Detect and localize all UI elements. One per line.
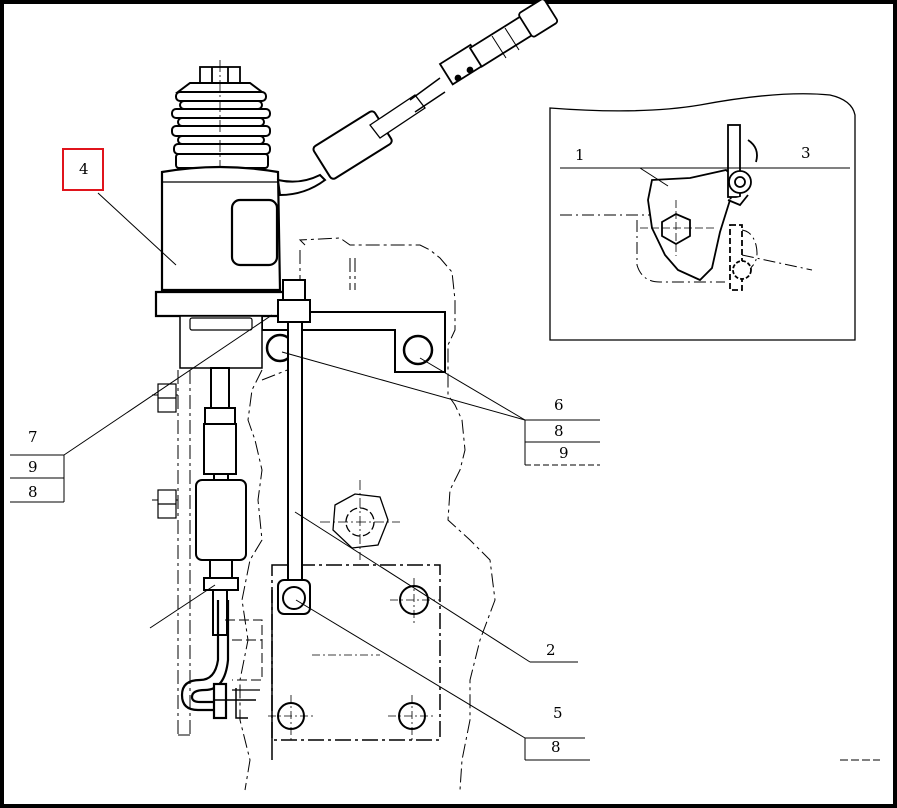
callout-4: 4 [79,160,89,178]
side-plate [152,370,191,736]
inner-plate [271,564,441,760]
plunger-rod [195,367,247,636]
callout-1: 1 [575,146,585,164]
bracket-holes [265,333,434,366]
callout-2: 2 [546,641,556,659]
inset-detail-box [549,93,856,341]
adjusting-rod [277,279,311,615]
connector-plug [438,0,559,86]
inset-pin [727,124,758,291]
wire-conduit [276,77,446,197]
center-hex-nut [320,480,400,560]
bolt-hole-centerlines [268,578,440,740]
callout-9-right: 9 [559,444,569,462]
solenoid-body [154,165,288,369]
leader-lines [10,167,880,761]
lower-bracket-dashed [225,619,263,681]
callout-5: 5 [553,704,563,722]
callout-8-right: 8 [554,422,564,440]
side-hex-nuts [157,383,177,519]
callout-8-left: 8 [28,483,38,501]
callout-7: 7 [28,428,38,446]
highlight-box-callout-4 [62,148,104,191]
solenoid-bellows [171,82,271,169]
callout-6: 6 [554,396,564,414]
linkage-hook [180,600,260,720]
callout-8-bottom: 8 [551,738,561,756]
callout-9-left: 9 [28,458,38,476]
callout-3: 3 [801,144,811,162]
inset-lever [640,169,740,282]
